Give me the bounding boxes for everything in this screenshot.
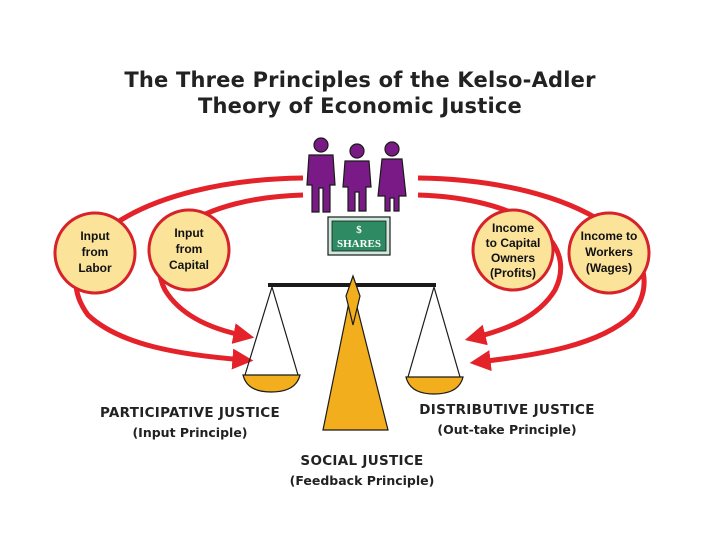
distributive-justice-sub: (Out-take Principle)	[437, 422, 577, 437]
circle-profits-line-3: Owners	[491, 251, 535, 265]
circle-profits-line-2: to Capital	[486, 236, 541, 250]
circle-labor-line-3: Labor	[78, 261, 112, 275]
people-icon	[306, 137, 407, 213]
shares-symbol: $	[356, 224, 362, 236]
distributive-justice-label: DISTRIBUTIVE JUSTICE (Out-take Principle…	[407, 402, 607, 437]
arrow-labor-outer	[73, 175, 304, 370]
circle-input-capital: Input from Capital	[147, 208, 231, 292]
circle-wages-line-2: Workers	[585, 245, 633, 259]
circle-wages-line-1: Income to	[581, 229, 638, 243]
participative-justice-sub: (Input Principle)	[132, 425, 248, 440]
title-line-1: The Three Principles of the Kelso-Adler	[124, 68, 596, 92]
circle-income-capital-owners: Income to Capital Owners (Profits)	[471, 208, 555, 292]
circle-capital-line-3: Capital	[169, 258, 209, 272]
arrow-wages-outer	[417, 175, 647, 372]
circle-wages-line-3: (Wages)	[586, 261, 632, 275]
circle-profits-line-4: (Profits)	[490, 266, 536, 280]
participative-justice-label: PARTICIPATIVE JUSTICE (Input Principle)	[85, 405, 295, 440]
participative-justice-name: PARTICIPATIVE JUSTICE	[99, 405, 281, 421]
social-justice-name: SOCIAL JUSTICE	[300, 453, 424, 469]
circle-capital-line-1: Input	[174, 226, 203, 240]
arrow-profits-inner	[417, 192, 563, 346]
circle-labor-line-2: from	[82, 245, 109, 259]
circle-profits-line-1: Income	[492, 221, 534, 235]
shares-label: SHARES	[337, 238, 381, 250]
social-justice-label: SOCIAL JUSTICE (Feedback Principle)	[257, 453, 467, 488]
circle-capital-line-2: from	[176, 242, 203, 256]
distributive-justice-name: DISTRIBUTIVE JUSTICE	[419, 402, 595, 418]
circle-labor-line-1: Input	[80, 229, 109, 243]
title-line-2: Theory of Economic Justice	[197, 94, 522, 118]
social-justice-sub: (Feedback Principle)	[289, 473, 435, 488]
balance-scale-icon	[242, 274, 464, 431]
shares-certificate-icon: $ SHARES	[327, 216, 391, 256]
circle-income-workers: Income to Workers (Wages)	[567, 211, 651, 295]
circle-input-labor: Input from Labor	[53, 211, 137, 295]
